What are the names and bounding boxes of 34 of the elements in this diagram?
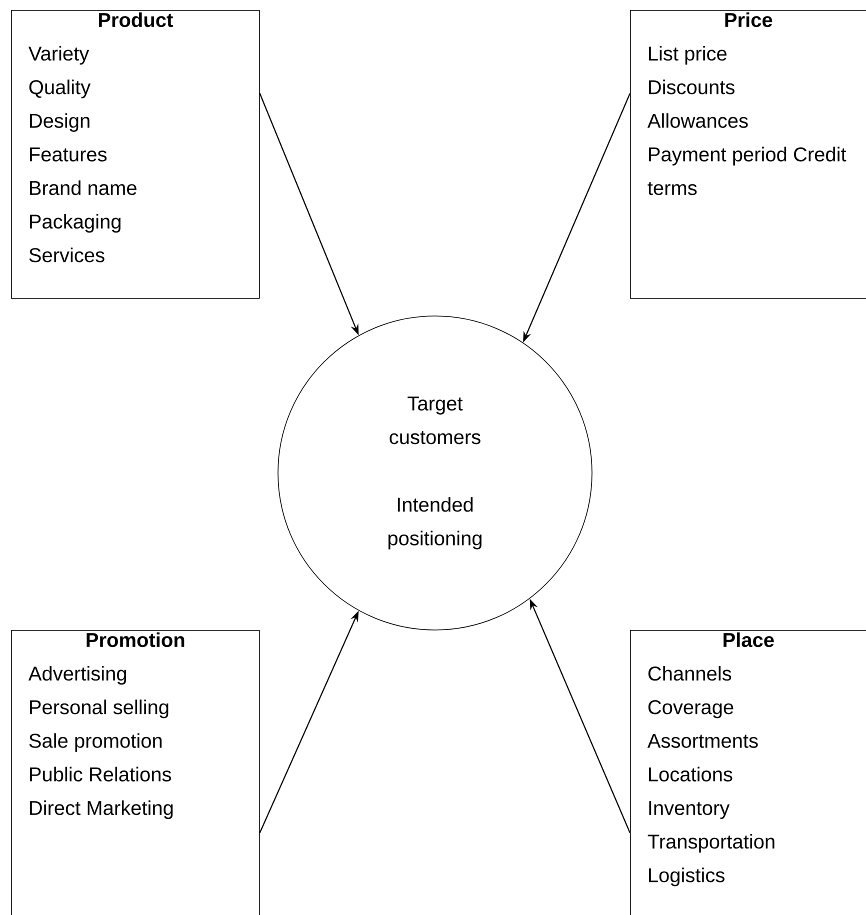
list-item: Design bbox=[30, 113, 90, 132]
list-item: Assortments bbox=[647, 734, 758, 748]
circle-label: Target customers bbox=[390, 396, 480, 444]
list-item: Services bbox=[29, 248, 104, 262]
list-item: Transportation bbox=[648, 834, 774, 853]
list-item: Sale promotion bbox=[29, 733, 162, 752]
list-item: Advertising bbox=[28, 666, 126, 685]
box-heading: Promotion bbox=[86, 632, 184, 648]
list-item: Discounts bbox=[649, 80, 734, 94]
text-box bbox=[630, 630, 866, 915]
list-item: List price bbox=[649, 46, 726, 65]
list-item: Personal selling bbox=[30, 700, 168, 718]
list-item: Packaging bbox=[30, 214, 120, 233]
list-item: Variety bbox=[28, 46, 90, 65]
list-item: Brand name bbox=[30, 180, 136, 196]
list-item: Allowances bbox=[647, 113, 748, 128]
list-item: Features bbox=[30, 148, 107, 162]
list-item: Payment period Credit terms bbox=[648, 146, 846, 196]
center-circle bbox=[278, 316, 592, 630]
list-item: Locations bbox=[649, 766, 732, 782]
text-box bbox=[11, 10, 260, 299]
circle-label: Intended positioning bbox=[388, 497, 482, 550]
text-box bbox=[630, 10, 866, 299]
list-item: Logistics bbox=[649, 868, 724, 886]
list-item: Quality bbox=[29, 80, 91, 98]
list-item: Channels bbox=[648, 666, 732, 681]
text-box bbox=[11, 630, 260, 915]
box-heading: Product bbox=[98, 12, 173, 28]
list-item: Direct Marketing bbox=[30, 800, 173, 820]
box-heading: Place bbox=[724, 632, 774, 648]
list-item: Inventory bbox=[649, 801, 730, 820]
box-heading: Price bbox=[725, 12, 772, 28]
list-item: Public Relations bbox=[30, 766, 172, 782]
list-item: Coverage bbox=[648, 700, 734, 718]
